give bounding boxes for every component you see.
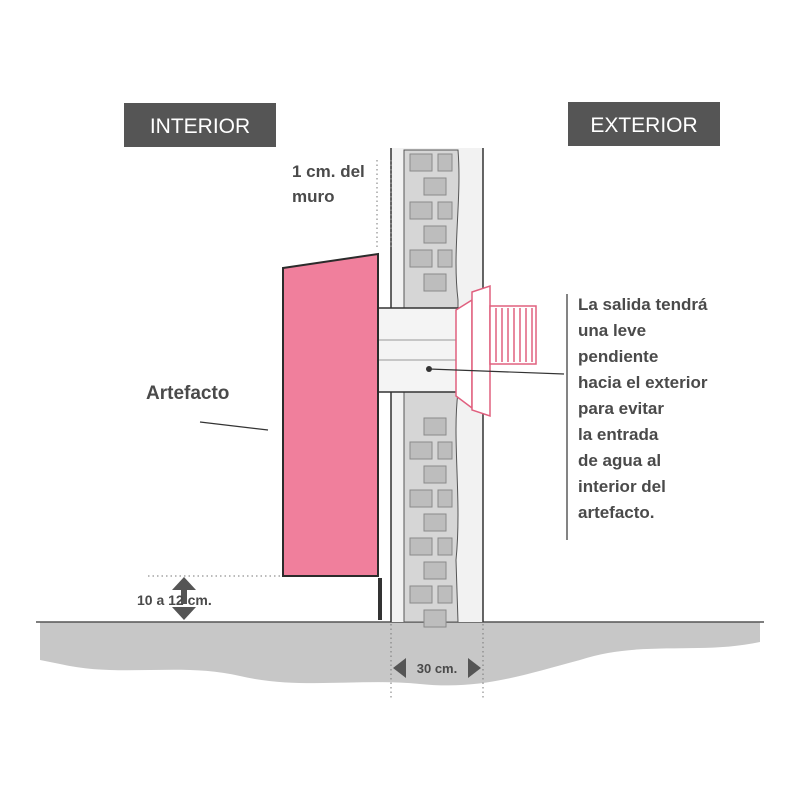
exterior-cap — [455, 284, 537, 418]
note-line-8: interior del — [578, 477, 666, 496]
artefacto-label: Artefacto — [146, 383, 229, 404]
wall-gap-label-line-1: 1 cm. del — [292, 162, 365, 181]
brick — [423, 417, 447, 436]
brick — [423, 561, 447, 580]
brick — [423, 609, 447, 628]
brick — [409, 153, 433, 172]
brick — [423, 273, 447, 292]
brick — [437, 201, 453, 220]
note-line-5: para evitar — [578, 399, 664, 418]
brick — [423, 465, 447, 484]
note-leader — [428, 368, 565, 375]
appliance — [282, 252, 382, 620]
cap-grille — [489, 305, 537, 365]
exterior-label-text: EXTERIOR — [590, 114, 697, 137]
exhaust-pipe — [377, 307, 459, 393]
brick — [409, 585, 433, 604]
cap-flange — [455, 298, 473, 410]
appliance-body — [282, 252, 379, 577]
brick — [409, 537, 433, 556]
cap-grille-slats — [495, 308, 533, 362]
interior-label-bg — [124, 103, 276, 147]
width-arrow — [393, 658, 481, 678]
note-line-4: hacia el exterior — [578, 373, 708, 392]
guides — [148, 160, 484, 700]
note-line-6: la entrada — [578, 425, 659, 444]
note-line-9: artefacto. — [578, 503, 655, 522]
floor-surface — [40, 622, 760, 686]
note-text: La salida tendrá una leve pendiente haci… — [578, 295, 708, 522]
wall-gap-label-line-2: muro — [292, 187, 335, 206]
brick — [423, 513, 447, 532]
note-line-1: La salida tendrá — [578, 295, 708, 314]
note-line-3: pendiente — [578, 347, 658, 366]
exterior-label-bg — [568, 102, 720, 146]
brick — [437, 489, 453, 508]
bricks — [409, 153, 453, 628]
interior-label-text: INTERIOR — [150, 115, 250, 138]
height-arrow-shaft — [181, 590, 187, 604]
exterior-label: EXTERIOR — [568, 102, 720, 146]
cap-collar — [471, 284, 491, 418]
height-arrow — [172, 577, 196, 620]
brick — [437, 537, 453, 556]
brick — [423, 225, 447, 244]
wall-width-label: 30 cm. — [417, 661, 457, 676]
brick — [437, 441, 453, 460]
brick — [409, 201, 433, 220]
floor — [36, 621, 764, 686]
artefacto-leader — [199, 421, 269, 431]
height-arrow-down — [172, 607, 196, 620]
interior-label: INTERIOR — [124, 103, 276, 147]
pipe-body — [377, 307, 459, 393]
brick — [437, 249, 453, 268]
brick — [437, 585, 453, 604]
height-arrow-up — [172, 577, 196, 590]
floor-height-label: 10 a 12 cm. — [137, 592, 212, 608]
brick — [437, 153, 453, 172]
brick — [409, 441, 433, 460]
width-arrow-left — [393, 658, 406, 678]
brick — [409, 249, 433, 268]
width-arrow-right — [468, 658, 481, 678]
brick — [409, 489, 433, 508]
brick — [423, 177, 447, 196]
note-line-7: de agua al — [578, 451, 661, 470]
note-line-2: una leve — [578, 321, 646, 340]
